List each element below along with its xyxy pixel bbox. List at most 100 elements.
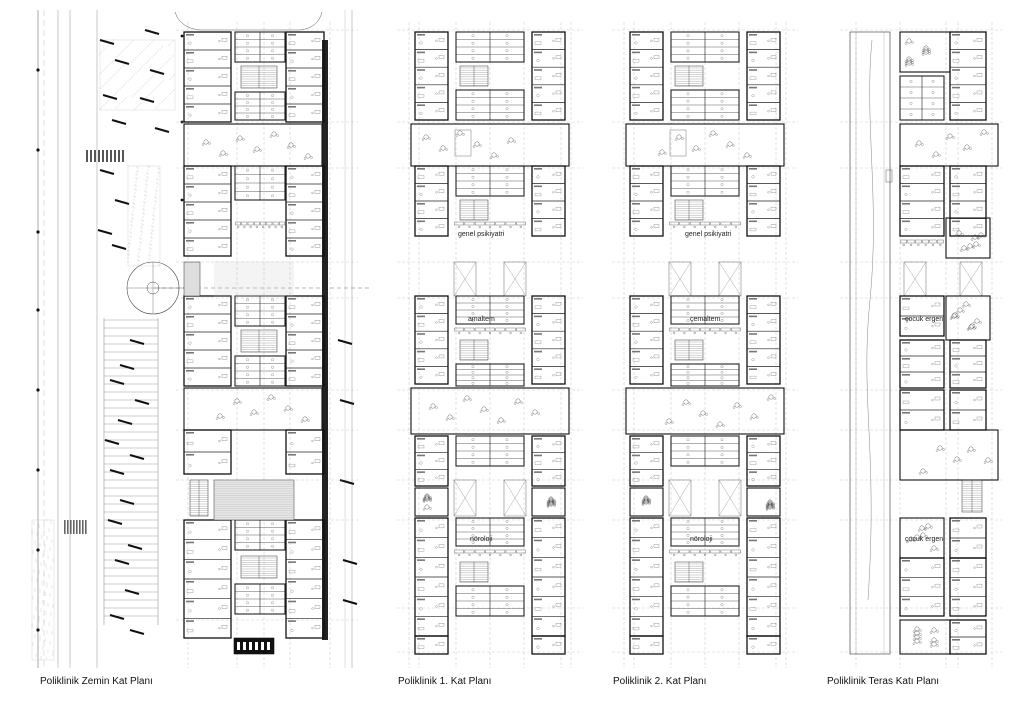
chair <box>435 321 438 324</box>
desk <box>934 396 941 401</box>
gravel-dot <box>36 532 38 534</box>
wc-fixture <box>686 595 690 599</box>
seat-cluster <box>981 129 987 135</box>
counter-desk <box>710 327 721 332</box>
counter-chair <box>683 553 686 557</box>
seat <box>215 417 219 420</box>
seat <box>239 401 242 404</box>
gravel-dot <box>31 625 33 627</box>
counter-desk <box>731 327 741 332</box>
chair <box>311 339 314 343</box>
seat <box>530 413 534 416</box>
seat <box>641 500 645 503</box>
gravel-dot <box>150 77 152 79</box>
counter-desk <box>474 221 485 226</box>
gravel-dot <box>162 65 164 67</box>
gravel-dot <box>126 46 128 48</box>
gravel-dot <box>52 606 54 608</box>
chair <box>767 476 770 479</box>
exam-bed <box>534 111 542 116</box>
wc-fixture <box>720 175 724 179</box>
seat <box>657 153 661 156</box>
seat <box>925 471 928 474</box>
gravel-dot <box>161 46 163 48</box>
desk <box>934 377 941 381</box>
counter-chair <box>488 331 492 335</box>
gravel-dot <box>42 554 44 556</box>
seat <box>445 148 448 151</box>
desk <box>438 108 445 112</box>
desk <box>934 189 941 193</box>
exam-bed <box>749 375 757 380</box>
counter-desk <box>516 327 526 332</box>
void-outline <box>718 479 742 517</box>
wc-fixture <box>471 595 475 599</box>
core-block <box>234 355 286 387</box>
wc-fixture <box>720 92 724 96</box>
exam-bed <box>632 358 640 362</box>
basin <box>751 210 755 214</box>
gravel-dot <box>145 195 147 197</box>
desk <box>934 564 941 568</box>
wc-fixture <box>246 168 249 172</box>
desk <box>653 458 660 462</box>
desk <box>314 566 321 570</box>
gravel-dot <box>136 170 138 172</box>
room-label-strip <box>632 438 640 440</box>
seat-cluster <box>285 405 291 411</box>
gravel-dot <box>42 602 44 604</box>
gravel-dot <box>48 530 50 532</box>
chair <box>435 110 438 113</box>
room-label-strip <box>417 69 425 71</box>
room-label-strip <box>417 203 425 205</box>
exam-bed <box>534 607 542 611</box>
chair <box>435 546 438 549</box>
gravel-dot <box>131 221 133 223</box>
room-block <box>629 517 664 637</box>
wc-fixture <box>471 56 475 60</box>
room-label-strip <box>902 412 910 414</box>
desk <box>976 396 983 401</box>
room-label-strip <box>952 342 960 344</box>
room-block <box>531 517 566 637</box>
wc-fixture <box>505 183 509 187</box>
exam-bed <box>417 358 425 362</box>
counter-desk <box>495 549 506 554</box>
desk <box>221 110 228 114</box>
desk <box>221 526 228 531</box>
counter-chair <box>468 331 471 335</box>
crosswalk-stripe <box>114 150 116 162</box>
wc-fixture <box>505 92 509 96</box>
basin <box>634 461 638 465</box>
gravel-dot <box>115 92 117 94</box>
entrance-door <box>261 642 264 650</box>
gravel-dot <box>109 98 111 100</box>
exam-bed <box>902 210 910 214</box>
wc-fixture <box>686 92 690 96</box>
basin <box>188 305 192 309</box>
gravel-dot <box>108 79 110 81</box>
desk <box>221 172 228 176</box>
room-label-strip <box>749 168 757 170</box>
wc-fixture <box>471 168 475 172</box>
room-label-strip <box>534 34 542 36</box>
room-block <box>183 165 232 257</box>
gravel-dot <box>45 519 47 521</box>
chair <box>650 625 653 628</box>
seat <box>674 138 678 141</box>
wc-fixture <box>505 298 509 301</box>
room-block-wall <box>629 635 664 655</box>
gravel-dot <box>133 203 135 205</box>
gravel-dot <box>52 654 54 656</box>
core-block <box>234 583 286 615</box>
room-label-strip <box>186 168 194 170</box>
chair <box>435 585 438 588</box>
gravel-dot <box>129 239 131 241</box>
desk <box>314 374 321 378</box>
room-label-strip <box>417 220 425 223</box>
desk <box>653 38 660 42</box>
core-block <box>234 165 286 201</box>
chair <box>552 605 555 608</box>
gravel-dot <box>157 179 159 181</box>
exam-bed <box>417 175 425 179</box>
